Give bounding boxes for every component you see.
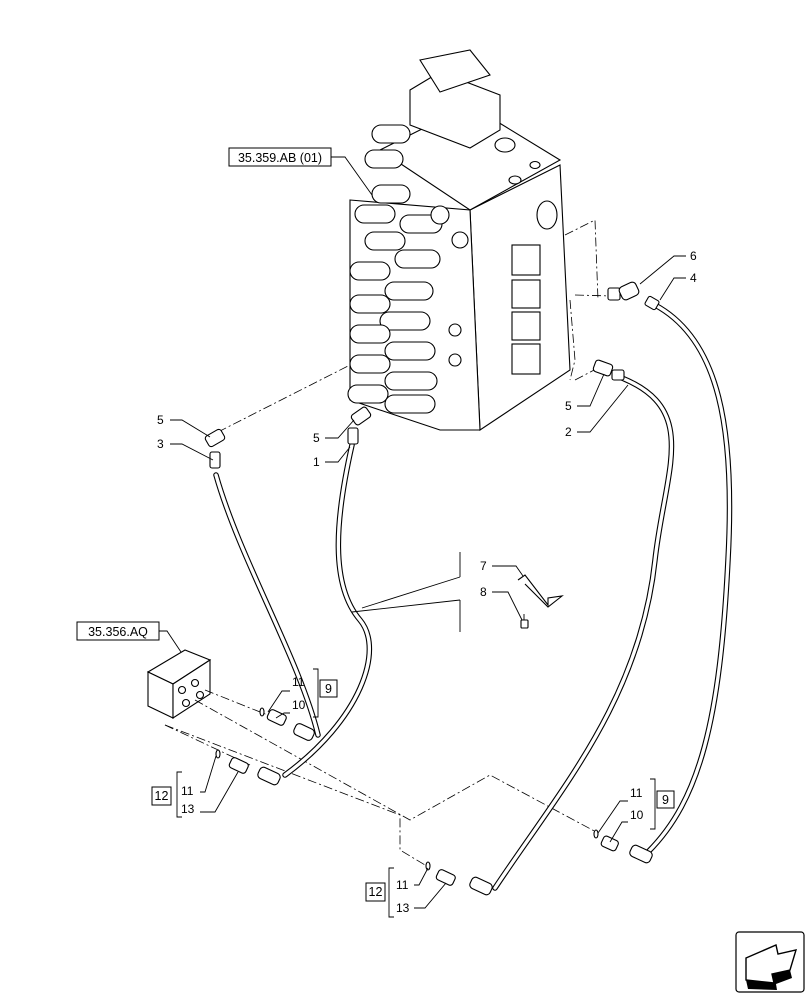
kit-box-12-left[interactable]: 12 — [151, 786, 172, 806]
callout-numbers: 5 3 5 1 5 2 6 4 7 8 — [157, 249, 697, 599]
bracket-7 — [517, 574, 564, 608]
callout-8: 8 — [480, 585, 487, 599]
fittings — [204, 281, 660, 896]
block-reference-label[interactable]: 35.356.AQ — [76, 621, 160, 641]
kit-box-9-upper[interactable]: 9 — [319, 679, 338, 698]
svg-text:9: 9 — [325, 682, 332, 696]
hose-group-pointer — [351, 552, 461, 632]
callout-1: 1 — [313, 455, 320, 469]
hose-2 — [492, 375, 675, 891]
kit-lower-center: 12 11 13 — [365, 867, 447, 918]
callout-2: 2 — [565, 425, 572, 439]
svg-text:10: 10 — [630, 808, 644, 822]
svg-text:12: 12 — [155, 789, 169, 803]
control-valve-assembly — [347, 49, 599, 431]
hose-1 — [282, 442, 373, 778]
kit-upper-left: 11 10 9 — [267, 668, 338, 719]
svg-text:35.359.AB (01): 35.359.AB (01) — [238, 151, 322, 165]
hose-3 — [213, 472, 321, 738]
arrow-next-icon[interactable] — [735, 931, 805, 993]
kit-lower-left: 12 11 13 — [151, 755, 239, 818]
kit-right: 11 10 9 — [597, 778, 675, 843]
svg-text:11: 11 — [181, 784, 194, 798]
svg-text:12: 12 — [369, 885, 383, 899]
svg-text:13: 13 — [396, 901, 410, 915]
svg-text:11: 11 — [292, 675, 305, 689]
callout-4: 4 — [690, 271, 697, 285]
callout-5-right: 5 — [565, 399, 572, 413]
callout-5-left: 5 — [157, 413, 164, 427]
manifold-block — [146, 649, 212, 720]
hose-4 — [645, 302, 733, 855]
svg-text:35.356.AQ: 35.356.AQ — [88, 625, 148, 639]
callout-5-center: 5 — [313, 431, 320, 445]
bolt-8 — [520, 614, 529, 629]
callout-7: 7 — [480, 559, 487, 573]
svg-text:11: 11 — [396, 878, 409, 892]
leader-lines — [170, 255, 686, 621]
valve-reference-label[interactable]: 35.359.AB (01) — [228, 147, 332, 167]
svg-text:11: 11 — [630, 786, 643, 800]
kit-box-12-center[interactable]: 12 — [365, 882, 386, 902]
kit-box-9-right[interactable]: 9 — [656, 790, 675, 809]
callout-6: 6 — [690, 249, 697, 263]
svg-text:9: 9 — [662, 793, 669, 807]
callout-3: 3 — [157, 437, 164, 451]
svg-text:10: 10 — [292, 698, 306, 712]
svg-text:13: 13 — [181, 802, 195, 816]
